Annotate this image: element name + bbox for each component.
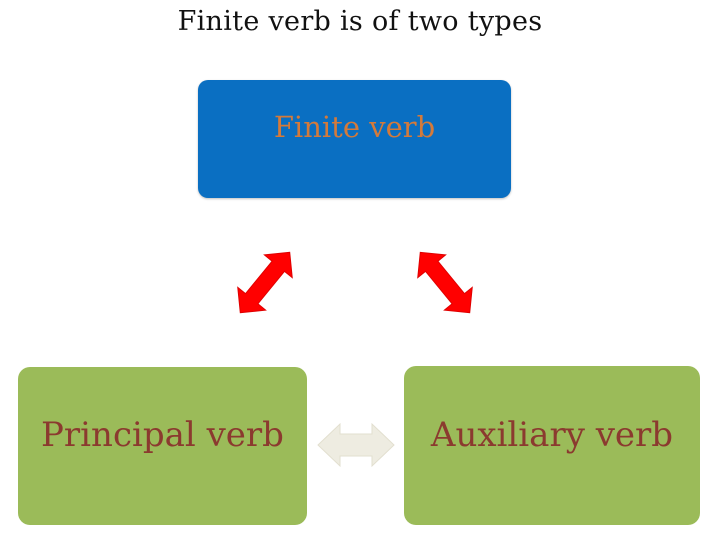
slide-title: Finite verb is of two types <box>177 6 543 37</box>
finite-verb-label: Finite verb <box>273 110 436 144</box>
right-diagonal-double-arrow <box>417 251 473 314</box>
auxiliary-verb-box: Auxiliary verb <box>404 366 700 525</box>
auxiliary-verb-label: Auxiliary verb <box>430 414 674 455</box>
finite-verb-box: Finite verb <box>198 80 511 198</box>
principal-verb-box: Principal verb <box>18 367 307 525</box>
principal-verb-label: Principal verb <box>41 415 284 455</box>
left-diagonal-double-arrow <box>237 251 293 314</box>
horizontal-double-arrow <box>317 422 395 468</box>
